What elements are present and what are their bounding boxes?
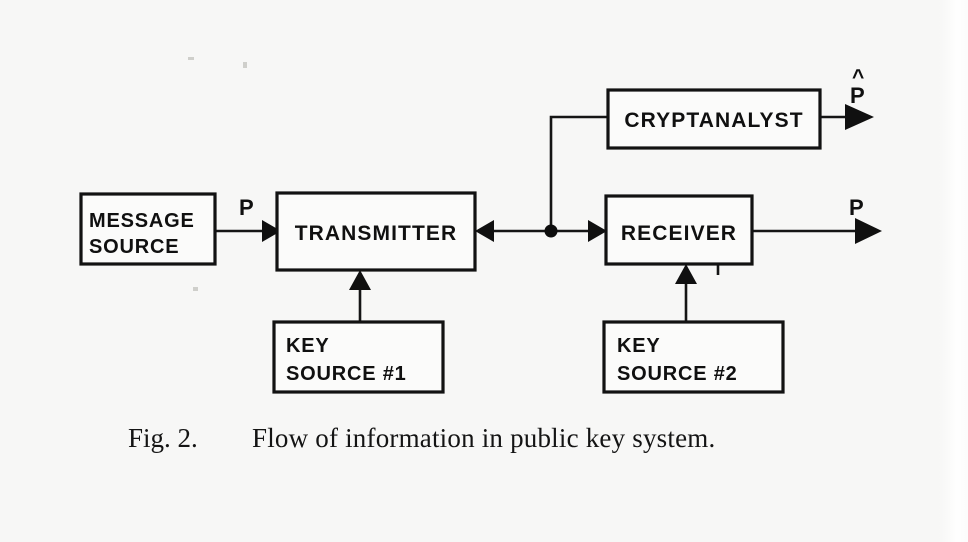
key-source-1-label-line1: KEY bbox=[286, 335, 330, 357]
message-source-label-line2: SOURCE bbox=[89, 236, 179, 258]
block-cryptanalyst[interactable]: CRYPTANALYST bbox=[606, 88, 822, 150]
cryptanalyst-label: CRYPTANALYST bbox=[624, 109, 803, 132]
block-transmitter[interactable]: TRANSMITTER bbox=[275, 191, 477, 272]
signal-label-p-estimate: P bbox=[850, 83, 865, 108]
message-source-label-line1: MESSAGE bbox=[89, 210, 195, 232]
transmitter-label: TRANSMITTER bbox=[295, 222, 458, 245]
edge-channel-to-transmitter bbox=[475, 220, 551, 242]
receiver-label: RECEIVER bbox=[621, 222, 737, 245]
figure-caption-text: Flow of information in public key system… bbox=[252, 423, 715, 453]
block-receiver[interactable]: RECEIVER bbox=[604, 194, 754, 266]
scan-speck bbox=[193, 287, 198, 291]
edge-message-source-to-transmitter bbox=[215, 220, 281, 242]
signal-label-cryptanalyst-estimate: ^ P bbox=[850, 66, 865, 108]
block-key-source-1[interactable]: KEY SOURCE #1 bbox=[272, 320, 445, 394]
signal-label-plaintext-in: P bbox=[239, 195, 254, 220]
edge-channel-to-receiver bbox=[551, 220, 607, 242]
edge-key-source-2-to-receiver bbox=[675, 264, 697, 322]
edge-key-source-1-to-transmitter bbox=[349, 270, 371, 322]
edge-cryptanalyst-to-output bbox=[820, 104, 874, 130]
scan-speck bbox=[188, 57, 194, 60]
figure-caption-number: Fig. 2. bbox=[128, 423, 198, 453]
figure-caption: Fig. 2. Flow of information in public ke… bbox=[128, 423, 715, 453]
channel-junction-dot bbox=[544, 224, 558, 238]
scan-speck bbox=[243, 62, 247, 68]
signal-label-plaintext-out: P bbox=[849, 195, 864, 220]
edge-receiver-to-output bbox=[752, 218, 882, 244]
key-source-2-label-line1: KEY bbox=[617, 335, 661, 357]
block-key-source-2[interactable]: KEY SOURCE #2 bbox=[602, 320, 785, 394]
edge-channel-tap-to-cryptanalyst bbox=[549, 115, 608, 231]
circumflex-accent-icon: ^ bbox=[852, 66, 864, 89]
key-source-1-label-line2: SOURCE #1 bbox=[286, 363, 407, 385]
key-source-2-label-line2: SOURCE #2 bbox=[617, 363, 738, 385]
block-message-source[interactable]: MESSAGE SOURCE bbox=[79, 192, 217, 266]
